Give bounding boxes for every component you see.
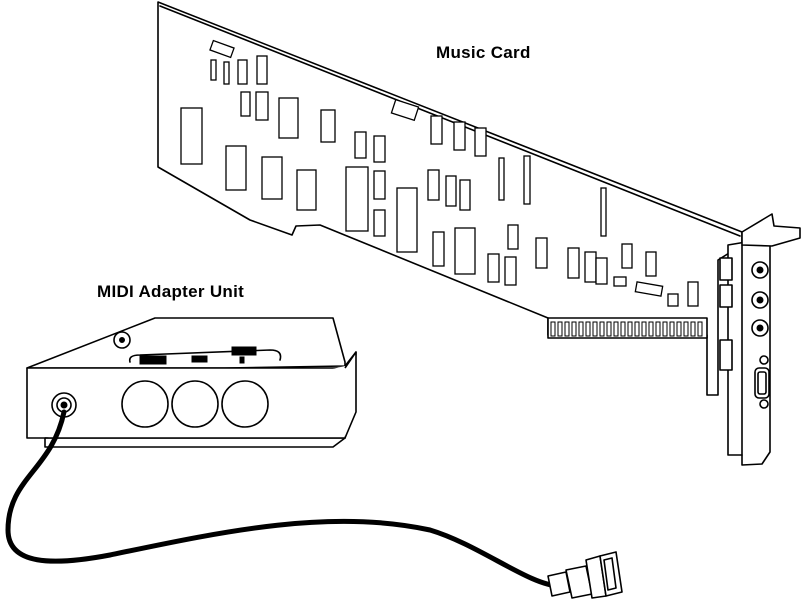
connector-finger — [578, 321, 584, 337]
cable-connector-icon — [547, 551, 623, 599]
connector-finger — [690, 321, 696, 337]
connector-finger — [613, 321, 619, 337]
connector-finger — [571, 321, 577, 337]
connector-finger — [592, 321, 598, 337]
connector-finger — [627, 321, 633, 337]
edge-connector — [547, 317, 708, 339]
connector-finger — [620, 321, 626, 337]
connector-finger — [676, 321, 682, 337]
connector-finger — [655, 321, 661, 337]
cable-socket-icon — [51, 392, 77, 418]
music-card — [157, 1, 801, 466]
connector-finger — [564, 321, 570, 337]
connector-finger — [599, 321, 605, 337]
connector-finger — [662, 321, 668, 337]
connector-finger — [669, 321, 675, 337]
card-bracket — [727, 213, 801, 466]
midi-cable — [5, 409, 563, 589]
connector-finger — [606, 321, 612, 337]
music-card-label: Music Card — [436, 43, 531, 62]
connector-finger — [557, 321, 563, 337]
midi-port-icon — [171, 380, 219, 428]
midi-adapter-unit — [26, 317, 357, 448]
connector-finger — [697, 321, 703, 337]
connector-finger — [683, 321, 689, 337]
midi-port-icon — [221, 380, 269, 428]
midi-port-icon — [121, 380, 169, 428]
connector-finger — [585, 321, 591, 337]
music-card-chips — [180, 39, 699, 307]
connector-finger — [550, 321, 556, 337]
connector-finger — [648, 321, 654, 337]
bracket-connectors — [719, 257, 770, 409]
connector-finger — [641, 321, 647, 337]
connector-finger — [634, 321, 640, 337]
midi-adapter-label: MIDI Adapter Unit — [97, 282, 245, 301]
